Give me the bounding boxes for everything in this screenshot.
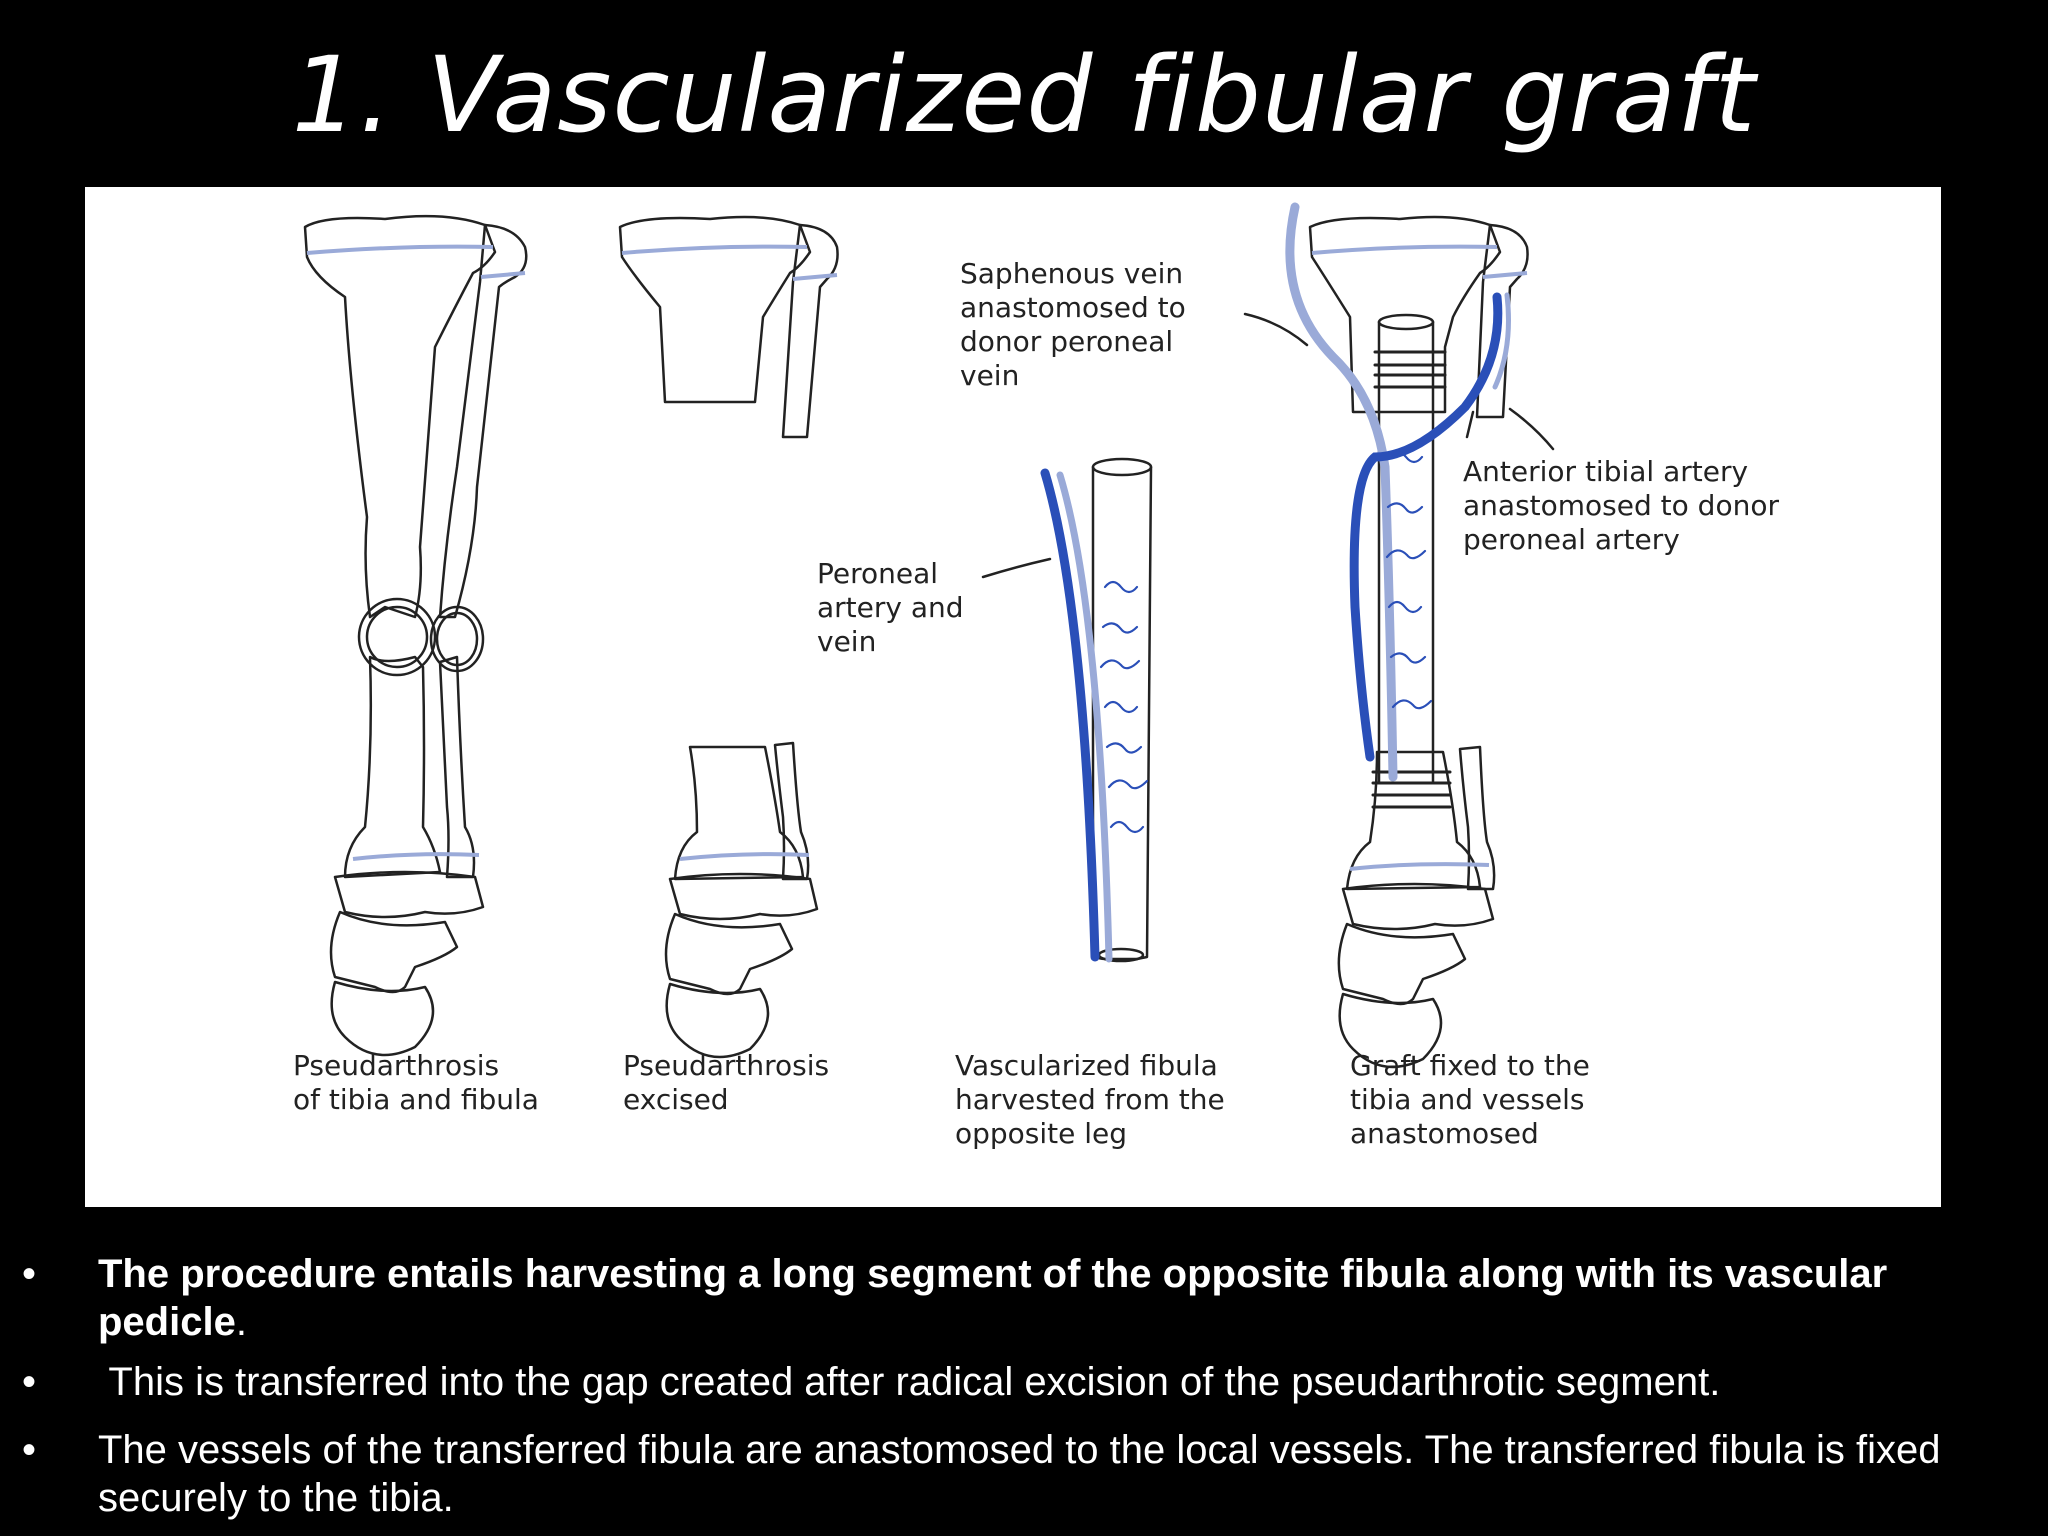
label-saphenous-vein: Saphenous vein anastomosed to donor pero… [960, 257, 1186, 392]
caption-excised: Pseudarthrosis excised [623, 1049, 830, 1116]
bullet-text: This is transferred into the gap created… [98, 1360, 1721, 1404]
bullet-marker: • [22, 1428, 37, 1472]
bullet-marker: • [22, 1252, 37, 1296]
figure-harvested-fibula [1091, 457, 1153, 963]
leader-peroneal [981, 557, 1052, 579]
anterior-tibial-artery [1349, 292, 1503, 762]
caption-pseudarthrosis: Pseudarthrosis of tibia and fibula [293, 1049, 539, 1116]
label-peroneal-artery-vein: Peroneal artery and vein [817, 557, 964, 658]
peroneal-artery-harvest [1040, 468, 1100, 962]
figure-panel: Saphenous vein anastomosed to donor pero… [85, 187, 1941, 1207]
figure-pseudarthrosis-leg [303, 214, 528, 1057]
slide-title: 1. Vascularized fibular graft [291, 34, 1757, 156]
figure-graft-fixed-leg [1308, 215, 1529, 1069]
caption-harvested: Vascularized fibula harvested from the o… [955, 1049, 1225, 1150]
leader-anterior-tibial [1508, 407, 1555, 451]
leg-graft-illustration [303, 202, 1555, 1069]
caption-graft-fixed: Graft fixed to the tibia and vessels ana… [1350, 1049, 1590, 1150]
bullet-text: The vessels of the transferred fibula ar… [98, 1428, 1941, 1520]
saphenous-vein [1285, 202, 1398, 782]
leader-saphenous [1243, 312, 1309, 347]
bullet-marker: • [22, 1360, 37, 1404]
label-anterior-tibial-artery: Anterior tibial artery anastomosed to do… [1463, 455, 1779, 556]
peroneal-vein-harvest [1056, 471, 1113, 963]
bullet-text: The procedure entails harvesting a long … [98, 1252, 1888, 1344]
figure-excised-leg [618, 215, 839, 1059]
